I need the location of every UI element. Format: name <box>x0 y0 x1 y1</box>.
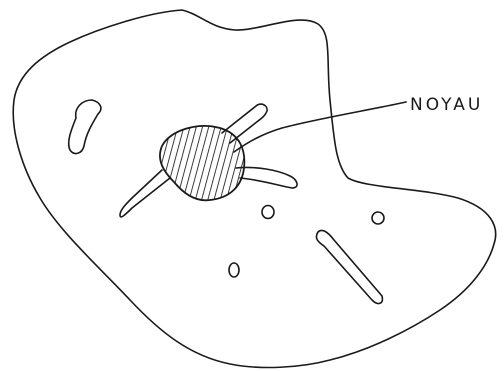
nucleus-label: NOYAU <box>410 95 483 115</box>
organelle-rod-right <box>236 167 297 188</box>
organelle-hook <box>69 100 101 153</box>
cell-membrane <box>13 10 495 367</box>
organelle-rod-lower <box>120 170 170 217</box>
organelle-rod-diagonal <box>316 230 382 303</box>
nucleus-label-pointer <box>234 102 406 152</box>
vesicle <box>229 263 239 277</box>
nucleus <box>160 126 244 200</box>
vesicle <box>372 212 384 224</box>
vesicle <box>262 206 274 219</box>
